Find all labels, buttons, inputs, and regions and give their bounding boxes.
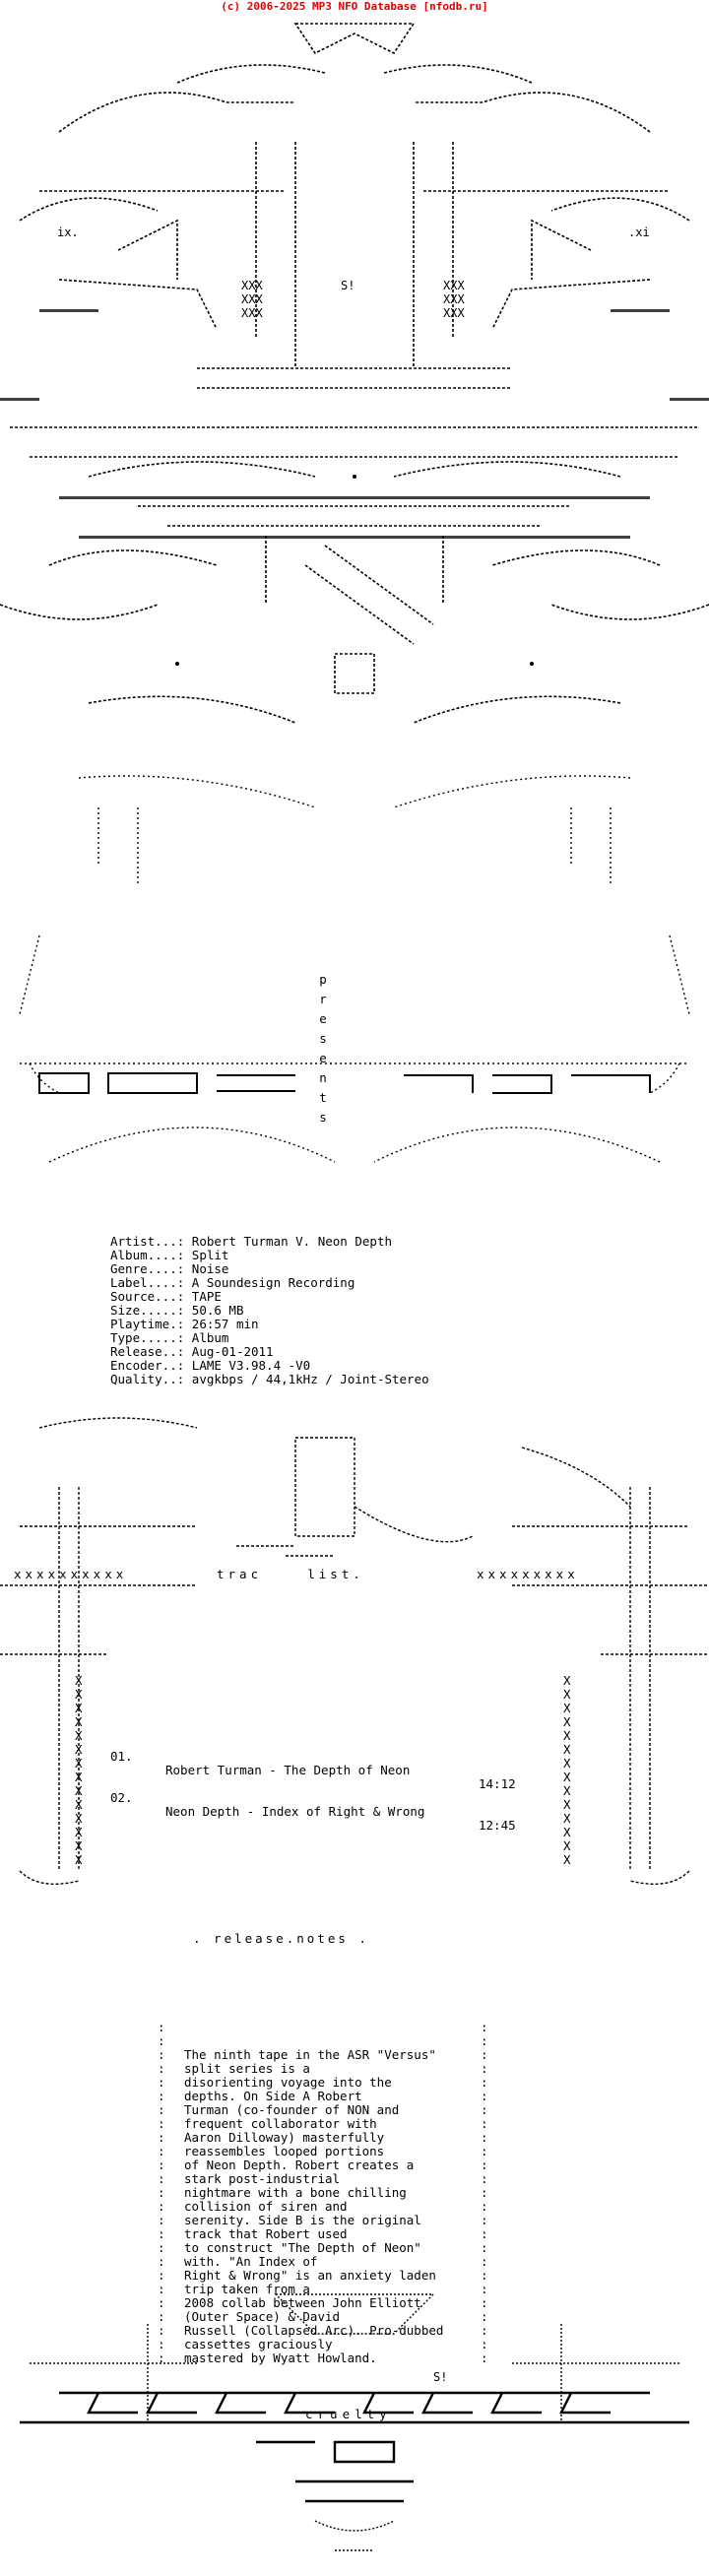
sig-ix: ix. [57, 225, 79, 239]
info-label: Playtime.: [110, 1317, 185, 1331]
notes-line: mastered by Wyatt Howland. [184, 2351, 377, 2365]
release-notes-body: The ninth tape in the ASR "Versus"split … [184, 2048, 470, 2365]
track-row: 01. Robert Turman - The Depth of Neon 14… [110, 1736, 524, 1791]
info-row: Artist...: Robert Turman V. Neon Depth [110, 1235, 429, 1249]
notes-line: 2008 collab between John Elliott [184, 2295, 421, 2310]
info-value: LAME V3.98.4 -V0 [191, 1358, 311, 1373]
info-label: Artist...: [110, 1234, 185, 1249]
notes-line: stark post-industrial [184, 2171, 341, 2186]
notes-border-right: ::::::::::::::::::::::::: [481, 2020, 488, 2365]
track-row: 02. Neon Depth - Index of Right & Wrong … [110, 1777, 524, 1833]
presents-ascii-art [0, 768, 709, 1221]
track-number: 02. [110, 1790, 133, 1805]
info-value: Noise [191, 1261, 229, 1276]
notes-line: nightmare with a bone chilling [184, 2185, 407, 2200]
notes-line: disorienting voyage into the [184, 2075, 392, 2090]
top-ascii-logo: ix. .xi S! XXX XXX XXX XXX XXX XXX [0, 14, 709, 762]
info-row: Genre....: Noise [110, 1262, 429, 1276]
info-label: Type.....: [110, 1330, 185, 1345]
info-row: Source...: TAPE [110, 1290, 429, 1304]
xxx-right-1: XXX [443, 279, 465, 292]
notes-line: depths. On Side A Robert [184, 2089, 362, 2103]
notes-line: Aaron Dilloway) masterfully [184, 2130, 385, 2145]
notes-line: serenity. Side B is the original [184, 2213, 421, 2227]
notes-line: Russell (Collapsed Arc). Pro-dubbed [184, 2323, 444, 2338]
info-value: TAPE [191, 1289, 222, 1304]
info-value: 50.6 MB [191, 1303, 244, 1318]
info-value: Album [191, 1330, 229, 1345]
tracklist-title: trac list. [217, 1567, 364, 1581]
x-row-right: xxxxxxxxx [477, 1567, 579, 1581]
info-value: 26:57 min [191, 1317, 259, 1331]
release-notes-title: . release.notes . [193, 1931, 369, 1946]
info-row: Encoder..: LAME V3.98.4 -V0 [110, 1359, 429, 1373]
info-label: Release..: [110, 1344, 185, 1359]
track-list: 01. Robert Turman - The Depth of Neon 14… [110, 1708, 524, 1833]
info-row: Album....: Split [110, 1249, 429, 1262]
info-value: Aug-01-2011 [191, 1344, 274, 1359]
notes-line: Turman (co-founder of NON and [184, 2102, 400, 2117]
track-title: Robert Turman - The Depth of Neon [165, 1763, 411, 1777]
xxx-left-3: XXX [241, 306, 263, 320]
info-value: Robert Turman V. Neon Depth [191, 1234, 392, 1249]
footer-sig: S! [433, 2370, 447, 2384]
notes-border-left: ::::::::::::::::::::::::: [158, 2020, 165, 2365]
notes-line: with. "An Index of [184, 2254, 318, 2269]
notes-line: reassembles looped portions [184, 2144, 385, 2158]
notes-line: to construct "The Depth of Neon" [184, 2240, 421, 2255]
notes-line: of Neon Depth. Robert creates a [184, 2157, 415, 2172]
info-row: Type.....: Album [110, 1331, 429, 1345]
notes-line: The ninth tape in the ASR "Versus" [184, 2047, 436, 2062]
info-label: Encoder..: [110, 1358, 185, 1373]
xxx-left-1: XXX [241, 279, 263, 292]
notes-line: trip taken from a [184, 2282, 310, 2296]
footer-cruelty: cruelty [305, 2407, 392, 2421]
info-row: Release..: Aug-01-2011 [110, 1345, 429, 1359]
notes-line: (Outer Space) & David [184, 2309, 341, 2324]
info-label: Album....: [110, 1248, 185, 1262]
xxx-right-3: XXX [443, 306, 465, 320]
info-label: Quality..: [110, 1372, 185, 1386]
notes-line: split series is a [184, 2061, 310, 2076]
info-label: Genre....: [110, 1261, 185, 1276]
info-row: Quality..: avgkbps / 44,1kHz / Joint-Ste… [110, 1373, 429, 1386]
nfodb-header: (c) 2006-2025 MP3 NFO Database [nfodb.ru… [221, 0, 488, 13]
notes-line: frequent collaborator with [184, 2116, 377, 2131]
notes-line: cassettes graciously [184, 2337, 333, 2351]
track-time: 12:45 [479, 1818, 516, 1833]
notes-line: Right & Wrong" is an anxiety laden [184, 2268, 436, 2283]
info-value: avgkbps / 44,1kHz / Joint-Stereo [191, 1372, 429, 1386]
info-label: Source...: [110, 1289, 185, 1304]
xxx-right-2: XXX [443, 292, 465, 306]
info-row: Size.....: 50.6 MB [110, 1304, 429, 1318]
sig-s: S! [341, 279, 354, 292]
track-number: 01. [110, 1749, 133, 1764]
notes-line: collision of siren and [184, 2199, 348, 2214]
info-row: Playtime.: 26:57 min [110, 1318, 429, 1331]
footer-ascii-logo: S! [0, 2285, 709, 2576]
info-row: Label....: A Soundesign Recording [110, 1276, 429, 1290]
info-value: A Soundesign Recording [191, 1275, 355, 1290]
track-title: Neon Depth - Index of Right & Wrong [165, 1804, 425, 1819]
x-row-left: xxxxxxxxxx [14, 1567, 128, 1581]
sig-xi: .xi [628, 225, 650, 239]
track-time: 14:12 [479, 1776, 516, 1791]
xxx-left-2: XXX [241, 292, 263, 306]
info-label: Size.....: [110, 1303, 185, 1318]
info-label: Label....: [110, 1275, 185, 1290]
notes-line: track that Robert used [184, 2226, 348, 2241]
tracklist-ascii-frame [0, 1408, 709, 1920]
info-value: Split [191, 1248, 229, 1262]
